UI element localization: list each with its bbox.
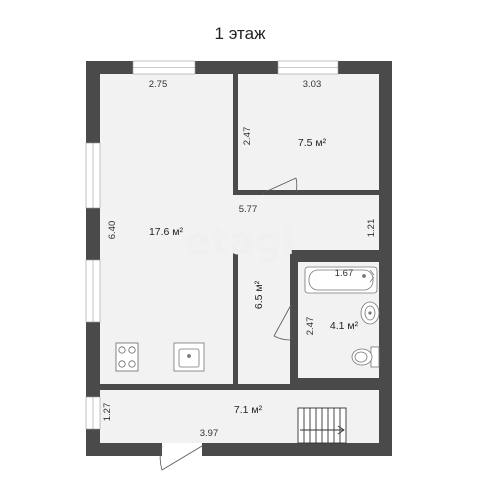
- hall-width-label: 3.97: [200, 428, 219, 439]
- corridor-floor: [233, 195, 379, 250]
- hall-height-label: 1.27: [102, 403, 113, 422]
- corridor-lower-floor: [238, 250, 290, 384]
- stove-icon: [115, 342, 139, 372]
- corridor-area-label: 6.5 м²: [253, 280, 265, 309]
- door-entrance: [159, 445, 203, 471]
- bathroom-width-label: 1.67: [335, 268, 354, 279]
- door-bedroom: [262, 177, 298, 195]
- wall-bathroom-bottom: [290, 378, 379, 384]
- bedroom-area-label: 7.5 м²: [298, 137, 327, 149]
- hall-area-label: 7.1 м²: [234, 404, 263, 416]
- wall-hall-top: [100, 384, 238, 390]
- sink-icon: [173, 342, 205, 372]
- wall-bathroom-left-upper: [290, 255, 298, 305]
- wall-living-corridor: [233, 255, 238, 390]
- staircase-icon: [297, 407, 347, 444]
- living-area-label: 17.6 м²: [149, 226, 184, 238]
- doors: [159, 177, 298, 471]
- bathroom-area-label: 4.1 м²: [330, 320, 359, 332]
- wall-bathroom-left-lower: [290, 340, 298, 384]
- toilet-icon: [351, 346, 380, 368]
- wall-bedroom-bottom: [233, 190, 263, 195]
- windows: [85, 60, 339, 430]
- entrance-opening: [162, 443, 202, 456]
- bedroom-width-label: 3.03: [303, 79, 322, 90]
- wall-bathroom-top: [290, 255, 379, 262]
- living-height-label: 6.40: [107, 221, 118, 240]
- corridor-height-label: 1.21: [366, 219, 377, 238]
- floor-title: 1 этаж: [215, 24, 267, 43]
- living-width-label: 2.75: [149, 79, 168, 90]
- wall-living-bedroom: [233, 74, 238, 195]
- watermark: etagi: [185, 219, 295, 263]
- living-room-floor: [100, 74, 233, 384]
- washbasin-icon: [360, 301, 380, 325]
- corridor-width-label: 5.77: [239, 204, 258, 215]
- door-bathroom: [273, 304, 292, 341]
- wall-bedroom-bottom-right: [296, 190, 379, 195]
- bathroom-height-label: 2.47: [305, 317, 316, 336]
- bathtub-icon: [304, 266, 378, 294]
- interior-walls: [100, 74, 379, 390]
- bedroom-floor: [238, 74, 379, 190]
- bedroom-height-label: 2.47: [242, 127, 253, 146]
